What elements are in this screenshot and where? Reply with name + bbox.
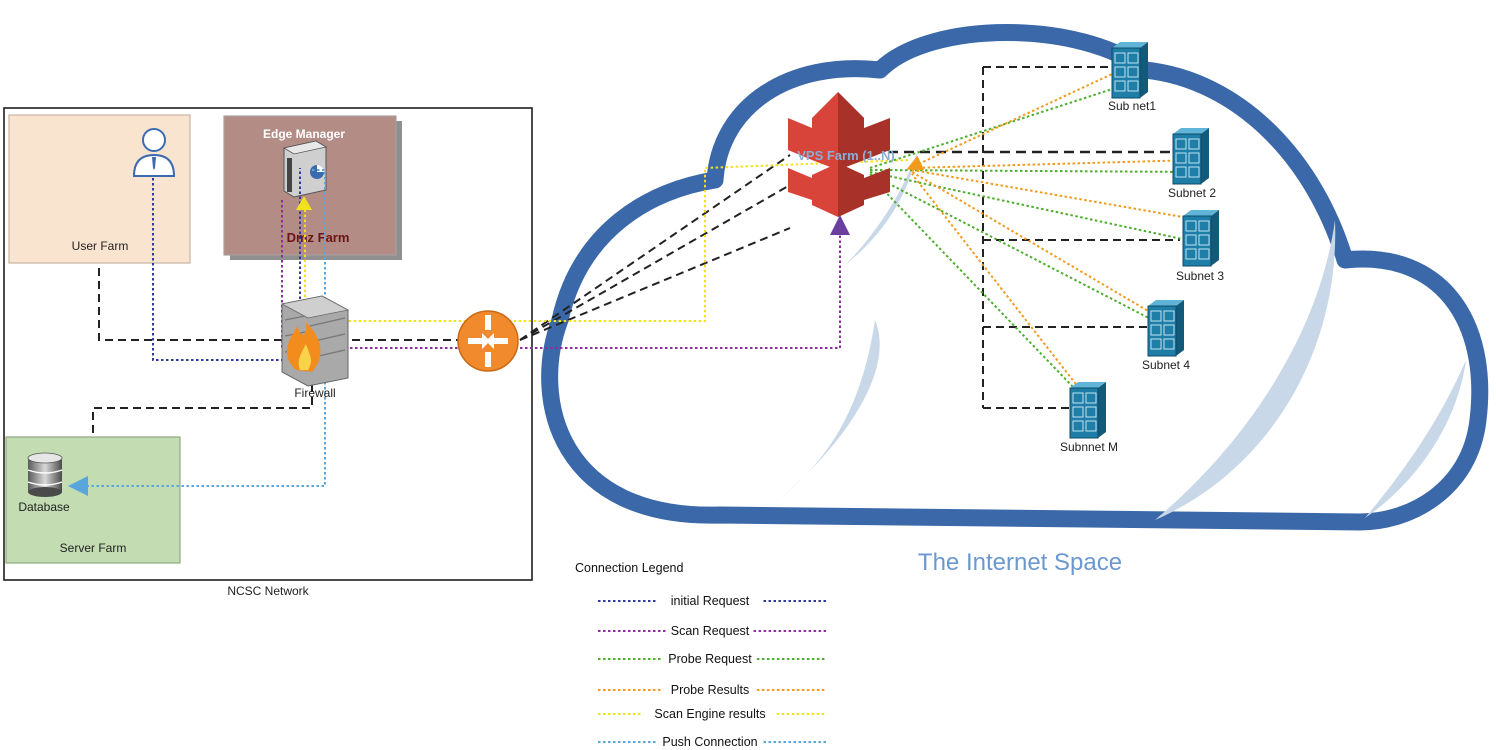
user-farm-zone: User Farm — [8, 114, 191, 264]
scan-engine-results-line — [304, 159, 909, 322]
scan-engine-arrow — [296, 196, 312, 210]
legend-item: initial Request — [598, 594, 826, 608]
probe-request-subnet2 — [869, 163, 1204, 180]
cloud-outline — [541, 24, 1489, 531]
subnet-label: Sub net1 — [1108, 99, 1156, 113]
router-icon — [457, 310, 519, 372]
legend-title: Connection Legend — [575, 561, 683, 575]
subnet-5: Subnnet M — [1060, 382, 1118, 454]
legend-item: Scan Engine results — [598, 707, 826, 721]
legend-item: Probe Results — [598, 683, 826, 697]
dmz-farm-label: Dmz Farm — [287, 230, 350, 245]
link-serverfarm-firewall — [92, 382, 313, 433]
database-label: Database — [18, 500, 70, 514]
internet-cloud: The Internet Space — [541, 24, 1489, 576]
subnet-2: Subnet 2 — [1168, 128, 1216, 200]
ncsc-network-boundary — [3, 107, 533, 581]
subnet-label: Subnet 4 — [1142, 358, 1190, 372]
dmz-farm-zone: Edge Manager Dmz Farm — [223, 115, 402, 260]
ncsc-network-label: NCSC Network — [227, 584, 309, 598]
server-icon — [282, 140, 328, 198]
legend-item-label: Probe Results — [671, 683, 750, 697]
user-icon — [132, 128, 176, 177]
link-router-vps-3 — [519, 227, 791, 341]
server-rack-icon — [1172, 128, 1209, 185]
legend-item: Probe Request — [598, 652, 826, 666]
probe-result-subnet3 — [911, 169, 1201, 221]
server-farm-zone: Database Server Farm — [5, 436, 181, 564]
subnet-1: Sub net1 — [1108, 42, 1156, 113]
legend-item-label: Probe Request — [668, 652, 752, 666]
legend-item-label: Scan Engine results — [654, 707, 765, 721]
server-rack-icon — [1069, 382, 1106, 439]
subnet-label: Subnet 2 — [1168, 186, 1216, 200]
link-router-vps-1 — [519, 154, 791, 341]
firewall-label: Firewall — [294, 386, 335, 400]
legend-item: Scan Request — [598, 624, 826, 638]
server-rack-icon — [1147, 300, 1184, 357]
database-icon — [27, 452, 63, 497]
subnet-label: Subnnet M — [1060, 440, 1118, 454]
legend-item: Push Connection — [598, 735, 826, 749]
cloud-title: The Internet Space — [918, 549, 1122, 576]
probe-request-subnetM — [869, 175, 1103, 418]
probe-request-subnet4 — [869, 173, 1176, 332]
subnet-4: Subnet 4 — [1142, 300, 1190, 372]
vps-farm-icon — [788, 92, 890, 217]
firewall-icon — [280, 295, 350, 387]
probe-result-subnetM — [911, 173, 1083, 393]
probe-result-subnet2 — [911, 159, 1196, 169]
server-rack-icon — [1111, 42, 1148, 99]
legend-item-label: initial Request — [671, 594, 750, 608]
edge-manager-label: Edge Manager — [263, 127, 345, 141]
vps-farm-label: VPS Farm (1..N) — [797, 148, 895, 163]
subnet-3: Subnet 3 — [1176, 210, 1224, 283]
subnet-label: Subnet 3 — [1176, 269, 1224, 283]
legend-item-label: Scan Request — [671, 624, 750, 638]
user-farm-label: User Farm — [72, 239, 129, 253]
legend-item-label: Push Connection — [662, 735, 757, 749]
server-rack-icon — [1182, 210, 1219, 267]
server-farm-label: Server Farm — [60, 541, 127, 555]
cloud-highlight-3 — [1155, 220, 1336, 520]
